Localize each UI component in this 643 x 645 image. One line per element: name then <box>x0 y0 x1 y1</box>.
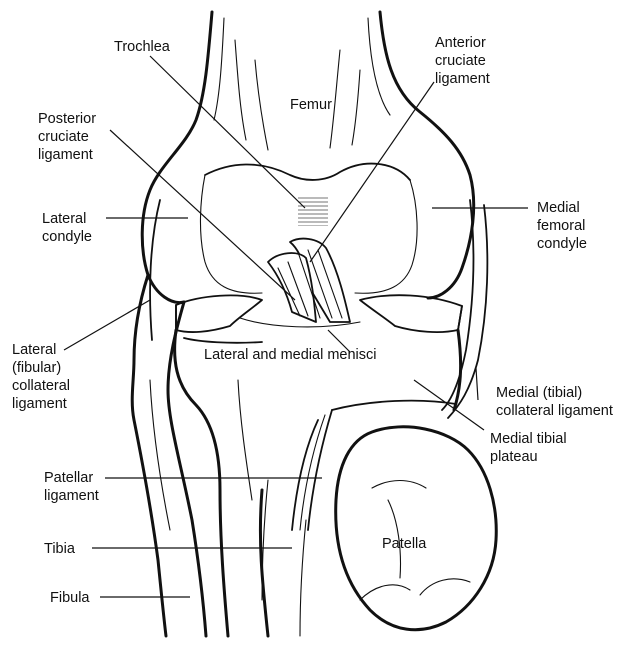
label-patellar-ligament: Patellar ligament <box>44 469 99 505</box>
cruciate-ligaments <box>268 239 350 322</box>
fibula-outline <box>132 275 206 636</box>
label-fibula: Fibula <box>50 589 90 607</box>
label-medial-femoral-condyle: Medial femoral condyle <box>537 199 587 253</box>
label-medial-collateral-ligament: Medial (tibial) collateral ligament <box>496 384 613 420</box>
label-anterior-cruciate-ligament: Anterior cruciate ligament <box>435 34 490 88</box>
label-posterior-cruciate-ligament: Posterior cruciate ligament <box>38 110 96 164</box>
label-trochlea: Trochlea <box>114 38 170 56</box>
label-lateral-collateral-ligament: Lateral (fibular) collateral ligament <box>12 341 70 413</box>
patella-outline <box>336 427 497 630</box>
label-patella: Patella <box>382 535 426 553</box>
label-menisci: Lateral and medial menisci <box>204 346 376 364</box>
label-lateral-condyle: Lateral condyle <box>42 210 92 246</box>
label-tibia: Tibia <box>44 540 75 558</box>
label-medial-tibial-plateau: Medial tibial plateau <box>490 430 567 466</box>
label-femur: Femur <box>290 96 332 114</box>
